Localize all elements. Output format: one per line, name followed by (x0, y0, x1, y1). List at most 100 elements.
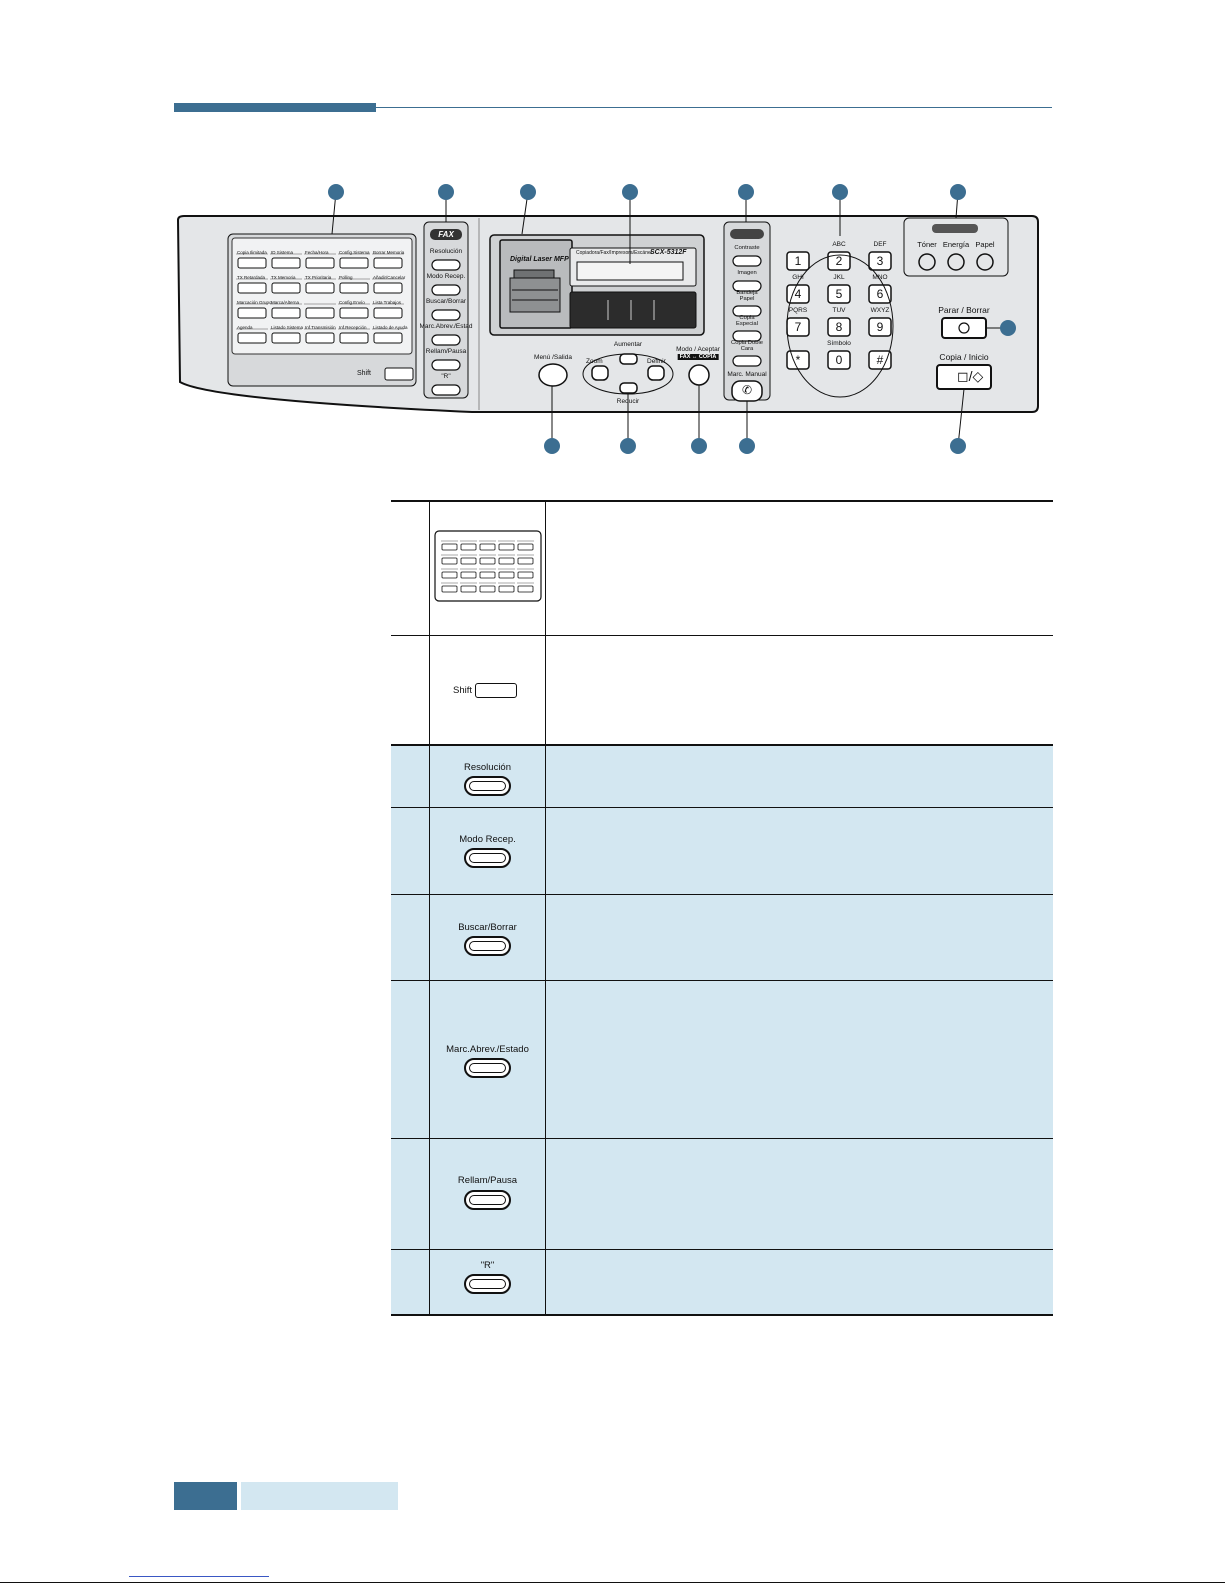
mode-label: Modo / Aceptar (676, 346, 720, 353)
keypad-key-label: * (795, 353, 801, 367)
one-touch-key (305, 282, 335, 294)
table-row-resolucion: Resolución (391, 744, 1053, 807)
nav-down-label: Reducir (616, 398, 640, 405)
footer-page-tab (174, 1482, 237, 1510)
one-touch-key-label: Agenda (237, 325, 253, 330)
stop-label: Parar / Borrar (938, 305, 990, 315)
fax-button-label: Buscar/Borrar (425, 298, 467, 305)
keypad-key (827, 251, 851, 271)
keypad-key-label: 5 (835, 287, 843, 301)
fax-button-label: Rellam/Pausa (425, 348, 467, 355)
keypad-letters-label: WXYZ (870, 307, 890, 314)
one-touch-key-label: Listado Sistema (271, 325, 304, 330)
one-touch-key-label: Marca/Alterna (271, 300, 300, 305)
copy-button (732, 280, 762, 292)
one-touch-key (237, 282, 267, 294)
r-label: "R" (480, 1260, 495, 1271)
one-touch-key-label: Config.Sistema (339, 250, 370, 255)
one-touch-key (271, 257, 301, 269)
one-touch-key (373, 332, 403, 344)
status-led-label: Energía (942, 240, 970, 249)
one-touch-keys-grid (236, 253, 404, 344)
keypad-key-label: 2 (835, 254, 843, 268)
fax-button (431, 384, 461, 396)
callout-marker (544, 438, 560, 454)
one-touch-key-label: TX Memoria (271, 275, 296, 280)
callout-marker (739, 438, 755, 454)
copy-button (732, 305, 762, 317)
one-touch-key-label: Copia Ilimitada (237, 250, 267, 255)
keypad-letters-label: PQRS (788, 307, 808, 314)
one-touch-keys-thumbnail (434, 530, 542, 602)
thumbnail-key (441, 543, 458, 551)
resolucion-label: Resolución (464, 762, 511, 773)
display-header: Copiadora/Fax/Impresora/Escáner (576, 250, 653, 256)
panel-shift-label: Shift (357, 370, 372, 377)
one-touch-key (305, 332, 335, 344)
keypad-letters-label: TUV (832, 307, 846, 314)
table-row-rellam-pausa: Rellam/Pausa (391, 1138, 1053, 1249)
table-row-modo-recep: Modo Recep. (391, 807, 1053, 894)
phone-icon: ✆ (742, 383, 753, 397)
thumbnail-key (498, 571, 515, 579)
fax-button (431, 334, 461, 346)
keypad-letters-label: ABC (832, 241, 846, 248)
r-button (464, 1274, 511, 1294)
thumbnail-key (498, 543, 515, 551)
callout-marker (328, 184, 344, 200)
copy-button (732, 355, 762, 367)
thumbnail-key (517, 585, 534, 593)
callout-marker (691, 438, 707, 454)
one-touch-key-label: TX Retardada (237, 275, 266, 280)
keypad-key-label: 4 (794, 287, 802, 301)
fax-header: FAX (438, 230, 454, 239)
fax-button-label: Marc.Abrev./Estad (419, 323, 473, 330)
button-description-table: Shift Resolución Modo Recep. Buscar/Borr… (391, 500, 1053, 1316)
marc-abrev-button (464, 1058, 511, 1078)
one-touch-key-label: Listado de Ayuda (373, 325, 408, 330)
resolucion-button (464, 776, 511, 796)
thumbnail-key (460, 571, 477, 579)
keypad-key (827, 284, 851, 304)
keypad-key (786, 284, 810, 304)
one-touch-key-label: Config.Envío (339, 300, 365, 305)
fax-button-label: Resolución (429, 248, 463, 255)
copy-button-label: Contraste (734, 245, 760, 251)
keypad-letters-label: MNO (872, 274, 888, 281)
keypad-key (827, 350, 851, 370)
one-touch-key-label: Inf.Transmisión (305, 325, 336, 330)
one-touch-key-label: Polling (339, 275, 353, 280)
shift-label: Shift (453, 685, 473, 696)
one-touch-key (271, 307, 301, 319)
one-touch-key (237, 332, 267, 344)
shift-key (475, 683, 517, 698)
thumbnail-key (479, 557, 496, 565)
keypad-key (868, 251, 892, 271)
one-touch-key (271, 282, 301, 294)
callout-marker (520, 184, 536, 200)
fax-button-label: "R" (441, 373, 451, 380)
footer-section-tab (241, 1482, 398, 1510)
keypad-key (786, 251, 810, 271)
one-touch-key-label: TX Prioritaria (305, 275, 332, 280)
footer-rule (0, 1582, 1225, 1583)
fax-button (431, 309, 461, 321)
copy-button-label: Copia Especial (736, 315, 758, 327)
display-model: SCX-5312F (650, 249, 687, 256)
one-touch-key (373, 257, 403, 269)
thumbnail-key (441, 571, 458, 579)
one-touch-key (339, 307, 369, 319)
copy-start-icon: ◻/◇ (957, 368, 984, 384)
keypad-key-label: 8 (835, 320, 843, 334)
one-touch-key (373, 307, 403, 319)
keypad-key (868, 317, 892, 337)
nav-right-label: Definir (647, 358, 666, 365)
one-touch-key (373, 282, 403, 294)
callout-marker (1000, 320, 1016, 336)
one-touch-key (339, 257, 369, 269)
one-touch-key-label: Fecha/Hora (305, 250, 329, 255)
thumbnail-key (441, 585, 458, 593)
buscar-borrar-label: Buscar/Borrar (458, 922, 517, 933)
fax-button (431, 259, 461, 271)
